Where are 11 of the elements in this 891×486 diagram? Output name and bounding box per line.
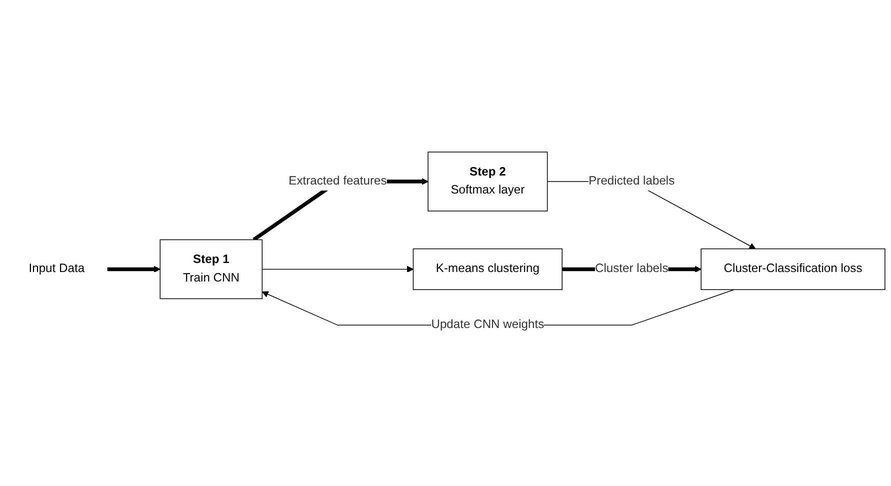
node-box: Cluster-Classification loss [700, 248, 886, 290]
node-text: Input Data [28, 262, 85, 276]
node-box: Step 1 Train CNN [160, 239, 263, 299]
node-box: Step 2 Softmax layer [428, 152, 548, 212]
edge-label: Predicted labels [588, 174, 675, 188]
node-box: K-means clustering [412, 248, 563, 290]
arrow [107, 266, 160, 272]
edge-label: Update CNN weights [431, 318, 544, 332]
edge-label: Extracted features [288, 174, 387, 188]
edge-label: Cluster labels [594, 262, 668, 276]
arrow [262, 266, 414, 272]
